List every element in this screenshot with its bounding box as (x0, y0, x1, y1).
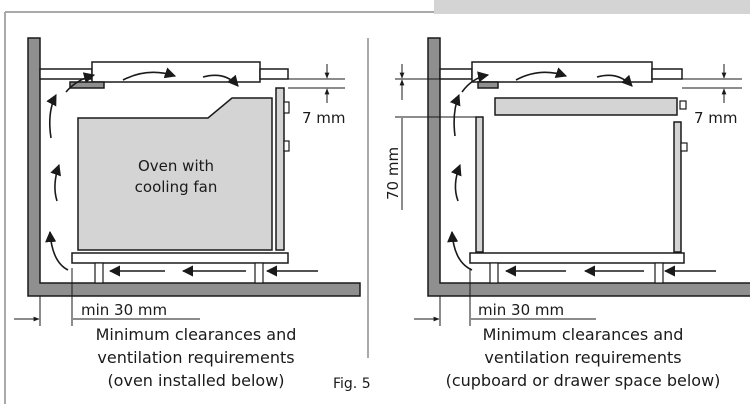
right-worktop (439, 61, 683, 89)
right-height-dimension (395, 64, 478, 210)
figure-label: Fig. 5 (333, 376, 371, 392)
cupboard-left-side (475, 116, 484, 253)
right-min-dimension (414, 268, 596, 326)
left-gap-label: 7 mm (302, 109, 346, 127)
right-foot-1 (489, 262, 499, 284)
right-min-label: min 30 mm (478, 301, 564, 319)
oven-knob-upper (283, 101, 290, 114)
left-min-dimension (14, 268, 200, 326)
oven-body (77, 97, 273, 251)
header-tab (434, 0, 750, 14)
oven-door (275, 87, 285, 251)
left-caption-line2: ventilation requirements (97, 348, 294, 367)
right-gap-label: 7 mm (694, 109, 738, 127)
drawer-front (494, 97, 678, 116)
left-panel: Oven with cooling fan 7 mm (14, 37, 361, 390)
left-foot-1 (94, 262, 104, 284)
right-foot-2 (654, 262, 664, 284)
left-foot-2 (254, 262, 264, 284)
right-caption-line2: ventilation requirements (484, 348, 681, 367)
oven-label-line1: Oven with (138, 157, 214, 175)
right-wall (427, 37, 750, 297)
left-min-label: min 30 mm (81, 301, 167, 319)
drawer-handle (679, 100, 687, 110)
left-plinth-board (71, 252, 289, 264)
right-plinth-board (469, 252, 685, 264)
left-worktop (39, 61, 289, 89)
right-airflow-arrows (447, 67, 716, 277)
right-height-label: 70 mm (384, 147, 402, 200)
right-caption-line3: (cupboard or drawer space below) (446, 371, 721, 390)
page-frame (4, 11, 434, 404)
left-gap-dimension (288, 64, 345, 103)
right-panel: 7 mm 70 mm min 30 mm Minimum clearances … (384, 37, 750, 390)
oven-label-line2: cooling fan (135, 178, 218, 196)
left-airflow-arrows (45, 67, 318, 277)
cupboard-handle (680, 142, 688, 152)
right-caption-line1: Minimum clearances and (483, 325, 684, 344)
oven-knob-lower (283, 140, 290, 152)
left-caption-line1: Minimum clearances and (96, 325, 297, 344)
cupboard-door (673, 121, 682, 253)
left-wall (27, 37, 361, 297)
right-gap-dimension (682, 64, 742, 103)
left-caption-line3: (oven installed below) (107, 371, 284, 390)
